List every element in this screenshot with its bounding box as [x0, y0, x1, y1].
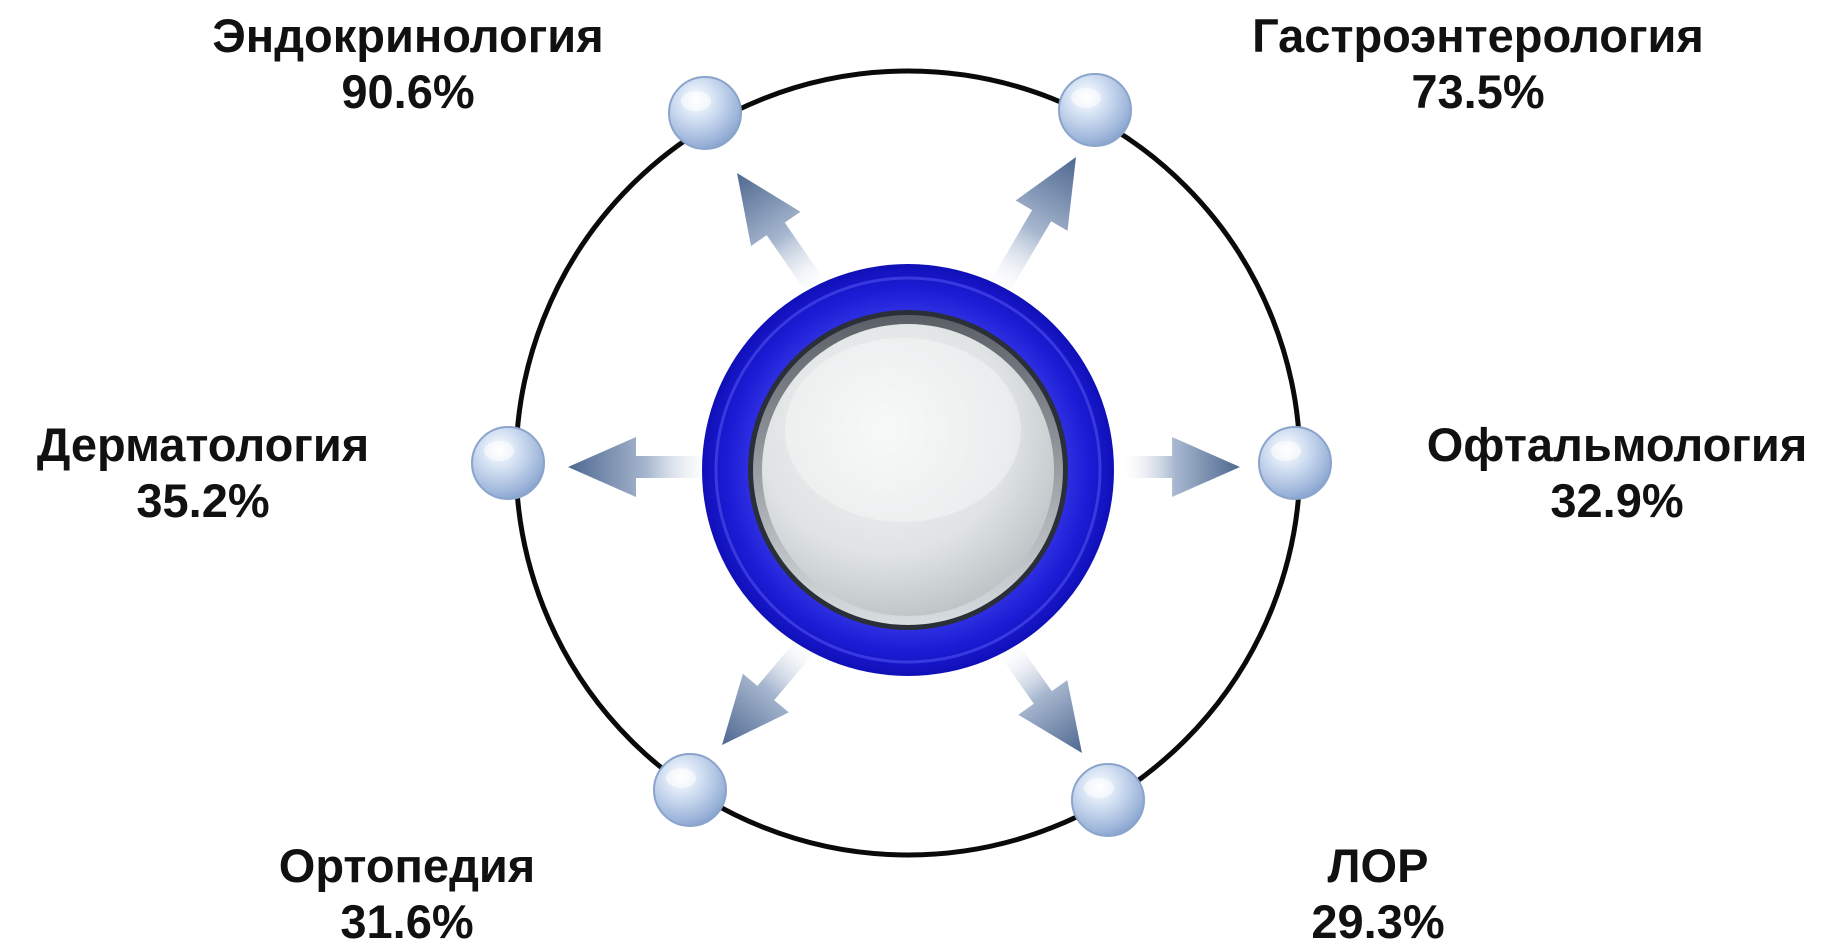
label-name: Гастроэнтерология: [1252, 9, 1704, 62]
node-endocrinology: [668, 76, 742, 150]
label-ent: ЛОР 29.3%: [1311, 838, 1444, 950]
node-gastroenterology: [1058, 73, 1132, 147]
label-name: Офтальмология: [1426, 418, 1808, 471]
node-ent: [1071, 763, 1145, 837]
label-value: 32.9%: [1550, 474, 1684, 527]
arrow-gastroenterology: [988, 157, 1076, 296]
label-value: 90.6%: [341, 65, 475, 118]
node-ophthalmology: [1258, 426, 1332, 500]
arrow-ent: [999, 641, 1082, 753]
label-gastroenterology: Гастроэнтерология 73.5%: [1252, 8, 1704, 120]
label-endocrinology: Эндокринология 90.6%: [212, 8, 603, 120]
label-value: 31.6%: [340, 895, 474, 948]
label-value: 29.3%: [1311, 895, 1445, 948]
arrow-ophthalmology: [1122, 437, 1240, 497]
label-value: 73.5%: [1411, 65, 1545, 118]
label-value: 35.2%: [136, 474, 270, 527]
label-name: Эндокринология: [212, 9, 604, 62]
label-orthopedics: Ортопедия 31.6%: [279, 838, 535, 950]
arrow-endocrinology: [737, 173, 827, 297]
node-orthopedics: [653, 753, 727, 827]
label-name: Дерматология: [36, 418, 370, 471]
label-name: ЛОР: [1327, 839, 1429, 892]
arrow-dermatology: [568, 437, 712, 497]
arrow-orthopedics: [722, 635, 817, 745]
center-hub: [702, 264, 1114, 676]
node-dermatology: [471, 426, 545, 500]
label-ophthalmology: Офтальмология 32.9%: [1427, 417, 1808, 529]
label-dermatology: Дерматология 35.2%: [37, 417, 369, 529]
label-name: Ортопедия: [278, 839, 536, 892]
